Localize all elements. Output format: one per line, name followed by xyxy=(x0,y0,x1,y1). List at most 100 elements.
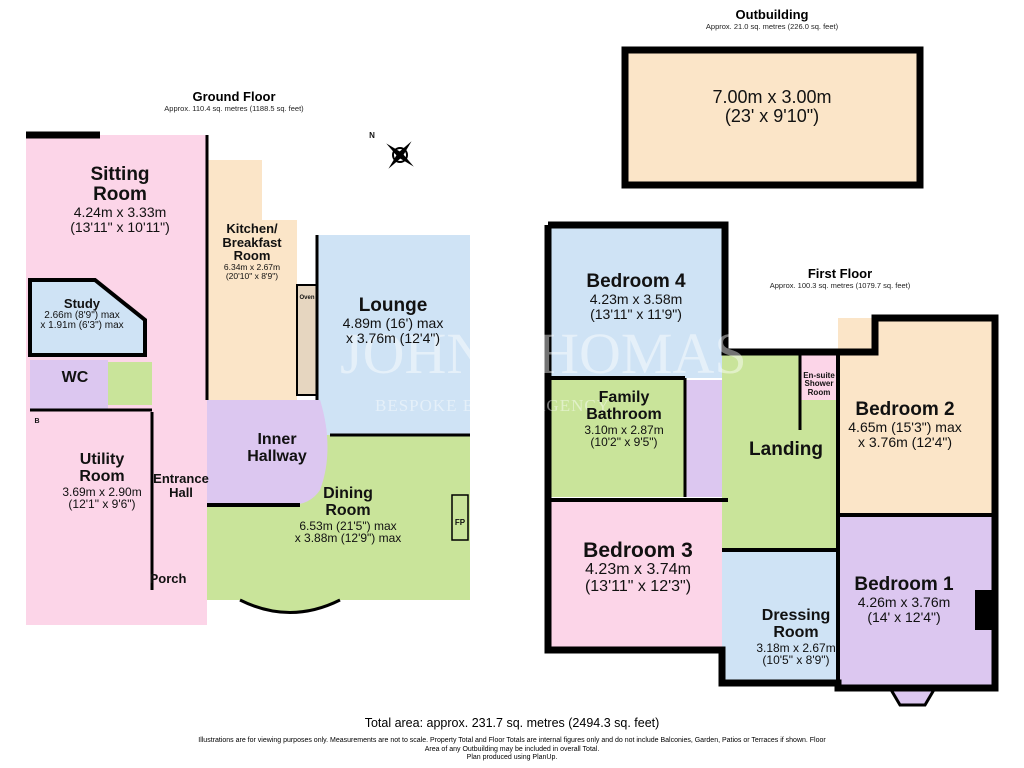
room-dims: 7.00m x 3.00m xyxy=(712,87,832,107)
room-name: Lounge xyxy=(358,295,428,316)
room-name: Room xyxy=(79,467,125,485)
kitchen-counter-side xyxy=(262,160,297,220)
room-name: Bedroom 1 xyxy=(854,574,954,595)
bathroom-area xyxy=(548,378,685,497)
room-name: Hallway xyxy=(247,447,307,465)
watermark-logo: JOHN THOMAS xyxy=(340,321,747,386)
room-dims: 3.69m x 2.90m xyxy=(62,484,142,499)
dressing-room-label: Dressing Room 3.18m x 2.67m (10'5" x 8'9… xyxy=(756,607,836,668)
bedroom1-label: Bedroom 1 4.26m x 3.76m (14' x 12'4") xyxy=(854,575,953,624)
lounge-label: Lounge 4.89m (16') max x 3.76m (12'4") xyxy=(343,296,444,345)
room-name: Sitting xyxy=(90,164,150,185)
room-name: Inner xyxy=(257,431,297,448)
landing-strip xyxy=(685,380,722,497)
room-dims: x 1.91m (6'3") max xyxy=(40,320,124,332)
room-name: Family xyxy=(598,389,650,406)
room-name: WC xyxy=(61,369,89,386)
room-name: Breakfast xyxy=(222,234,282,250)
study-label: Study 2.66m (8'9") max x 1.91m (6'3") ma… xyxy=(40,297,123,332)
room-dims: x 3.76m (12'4") xyxy=(345,329,440,346)
entrance-hall-label: Entrance Hall xyxy=(153,472,209,499)
room-dims: 6.34m x 2.67m xyxy=(223,261,281,272)
room-name: Landing xyxy=(749,439,823,460)
compass-icon xyxy=(386,141,414,169)
porch-label: Porch xyxy=(150,572,187,586)
ensuite-label: En-suite Shower Room xyxy=(803,371,835,397)
room-dims: 6.53m (21'5") max xyxy=(299,518,397,533)
room-dims-imperial: (13'11" x 11'9") xyxy=(590,305,682,322)
dressing-room-area xyxy=(722,550,838,680)
room-name: Entrance xyxy=(153,471,209,486)
fireplace-label: FP xyxy=(454,518,466,527)
bedroom1-area xyxy=(838,515,995,688)
room-dims: 4.23m x 3.74m xyxy=(585,561,691,579)
room-name: Kitchen/ xyxy=(226,221,278,236)
floor-title: First Floor xyxy=(807,266,873,281)
room-name: Dressing xyxy=(761,607,831,624)
room-name: Room xyxy=(325,501,371,519)
utility-area xyxy=(30,412,152,590)
fireplace xyxy=(451,494,469,541)
room-dims: x 3.76m (12'4") xyxy=(857,433,952,450)
room-dims: 3.10m x 2.87m xyxy=(584,422,664,437)
disclaimer-line: Illustrations are for viewing purposes o… xyxy=(198,737,826,744)
room-name: Room xyxy=(807,387,831,397)
wc-area xyxy=(30,360,108,410)
room-dims: x 3.88m (12'9") max xyxy=(294,531,402,546)
room-dims: 4.89m (16') max xyxy=(342,314,444,331)
outbuilding-title: Outbuilding xyxy=(735,7,809,22)
ensuite-area xyxy=(800,355,838,400)
room-dims-imperial: (12'1" x 9'6") xyxy=(68,497,136,512)
bedroom3-area xyxy=(548,500,728,650)
room-dims-imperial: (20'10" x 8'9") xyxy=(225,270,279,281)
oven-label: Oven xyxy=(299,295,315,301)
first-floor-header: First Floor Approx. 100.3 sq. metres (10… xyxy=(770,266,911,290)
room-name: Shower xyxy=(804,379,834,389)
compass-north-label: N xyxy=(369,131,375,140)
room-name: Study xyxy=(63,296,101,311)
disclaimer-line: Plan produced using PlanUp. xyxy=(466,754,558,761)
room-name: Dining xyxy=(323,485,373,502)
room-dims-imperial: (13'11" x 10'11") xyxy=(70,218,170,235)
utility-room-label: Utility Room 3.69m x 2.90m (12'1" x 9'6"… xyxy=(62,451,142,512)
inner-hallway-overlay xyxy=(207,400,328,505)
outbuilding-area: Approx. 21.0 sq. metres (226.0 sq. feet) xyxy=(705,22,839,31)
room-dims-imperial: (10'5" x 8'9") xyxy=(762,653,830,668)
family-bathroom-label: Family Bathroom 3.10m x 2.87m (10'2" x 9… xyxy=(584,389,664,450)
chimney-breast xyxy=(975,590,995,630)
room-name: Utility xyxy=(79,451,125,468)
room-name: Bedroom 4 xyxy=(586,271,686,292)
bedroom4-area xyxy=(548,225,725,378)
landing-label: Landing xyxy=(749,440,823,460)
bedroom2-label: Bedroom 2 4.65m (15'3") max x 3.76m (12'… xyxy=(848,400,961,449)
room-name: Bedroom 3 xyxy=(583,539,693,562)
total-area: Total area: approx. 231.7 sq. metres (24… xyxy=(364,716,660,730)
bay-window xyxy=(239,598,341,614)
first-floor-walls xyxy=(544,221,999,692)
room-dims: 4.24m x 3.33m xyxy=(73,203,167,220)
floor-area: Approx. 110.4 sq. metres (1188.5 sq. fee… xyxy=(164,104,304,113)
room-name: Room xyxy=(93,183,147,205)
disclaimer-line: Area of any Outbuilding may be included … xyxy=(424,745,600,753)
room-dims-imperial: (14' x 12'4") xyxy=(867,608,941,625)
lounge-area xyxy=(317,235,470,435)
oven-unit xyxy=(296,284,318,396)
outbuilding-room xyxy=(621,46,924,189)
room-dims-imperial: (23' x 9'10") xyxy=(724,105,820,126)
wc-label: WC xyxy=(61,369,89,387)
room-dims-imperial: (13'11" x 12'3") xyxy=(584,577,692,595)
kitchen-counter xyxy=(207,135,297,160)
boiler-label: B xyxy=(34,418,40,425)
room-name: Room xyxy=(773,623,819,641)
room-dims-imperial: (10'2" x 9'5") xyxy=(590,435,658,450)
bedroom3-label: Bedroom 3 4.23m x 3.74m (13'11" x 12'3") xyxy=(583,539,693,596)
room-dims: 3.18m x 2.67m xyxy=(756,640,836,655)
ground-floor-header: Ground Floor Approx. 110.4 sq. metres (1… xyxy=(164,89,303,113)
room-dims: 4.26m x 3.76m xyxy=(857,593,951,610)
room-dims: 4.23m x 3.58m xyxy=(589,290,683,307)
room-name: Bedroom 2 xyxy=(855,399,955,420)
floor-title: Ground Floor xyxy=(192,89,276,104)
room-name: Hall xyxy=(169,484,193,500)
